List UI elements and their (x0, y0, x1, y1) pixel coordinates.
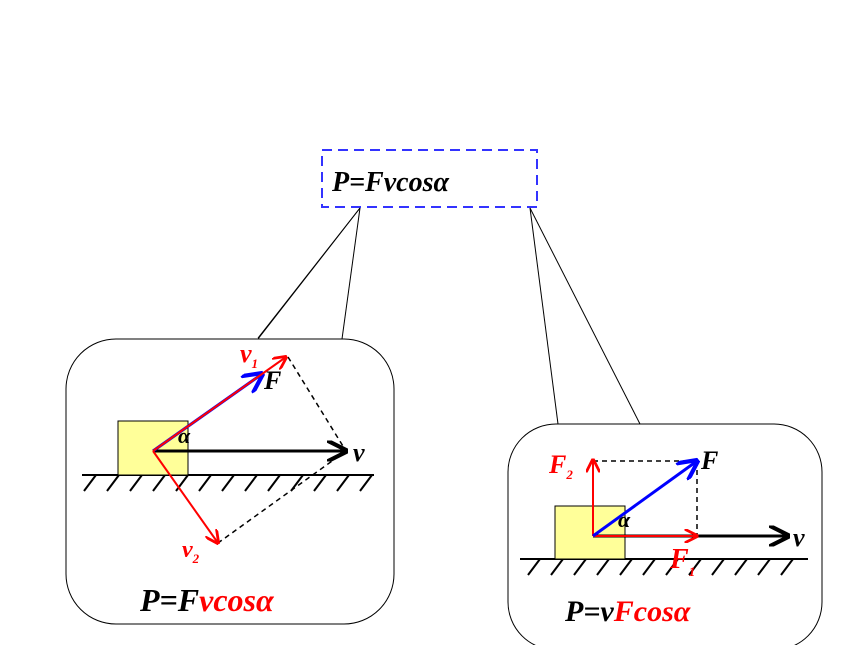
right-block (554, 505, 626, 560)
right-formula-prefix: P=v (564, 595, 614, 628)
left-v2-label: v (182, 537, 193, 563)
svg-text:F2: F2 (548, 450, 573, 482)
svg-text:P=vFcosα: P=vFcosα (564, 595, 691, 628)
left-callout-line-2 (341, 207, 361, 340)
left-v-label: v (353, 438, 365, 467)
svg-text:v2: v2 (182, 537, 200, 566)
left-dashed-1 (287, 356, 347, 452)
top-formula-box (321, 149, 538, 208)
right-alpha-label: α (618, 507, 631, 532)
top-formula: P=Fvcosα (331, 167, 449, 198)
right-f-label: F (700, 446, 718, 475)
left-v2-arrow (152, 450, 218, 543)
right-f1-label: F (669, 544, 689, 575)
left-alpha-label: α (178, 423, 191, 448)
left-v1-sub: 1 (252, 356, 259, 371)
right-callout-line-1 (529, 207, 559, 425)
left-formula-suffix: vcosα (199, 582, 275, 618)
right-f-arrow (592, 461, 697, 538)
right-callout-line-2 (529, 207, 641, 425)
right-formula-suffix: Fcosα (613, 595, 691, 628)
left-formula-prefix: P=F (139, 582, 199, 618)
left-block (117, 420, 189, 476)
right-f2-label: F (548, 450, 566, 479)
left-v1-label: v (240, 339, 252, 368)
left-callout-line-1 (257, 207, 361, 340)
svg-text:v1: v1 (240, 339, 258, 371)
left-v2-sub: 2 (192, 551, 200, 566)
svg-text:F1: F1 (669, 544, 695, 579)
svg-text:P=Fvcosα: P=Fvcosα (139, 582, 275, 618)
right-v-label: v (793, 523, 805, 552)
left-f-label: F (263, 366, 281, 395)
right-f2-sub: 2 (565, 467, 573, 482)
left-v1-arrow (152, 357, 286, 452)
right-f1-sub: 1 (689, 564, 696, 579)
